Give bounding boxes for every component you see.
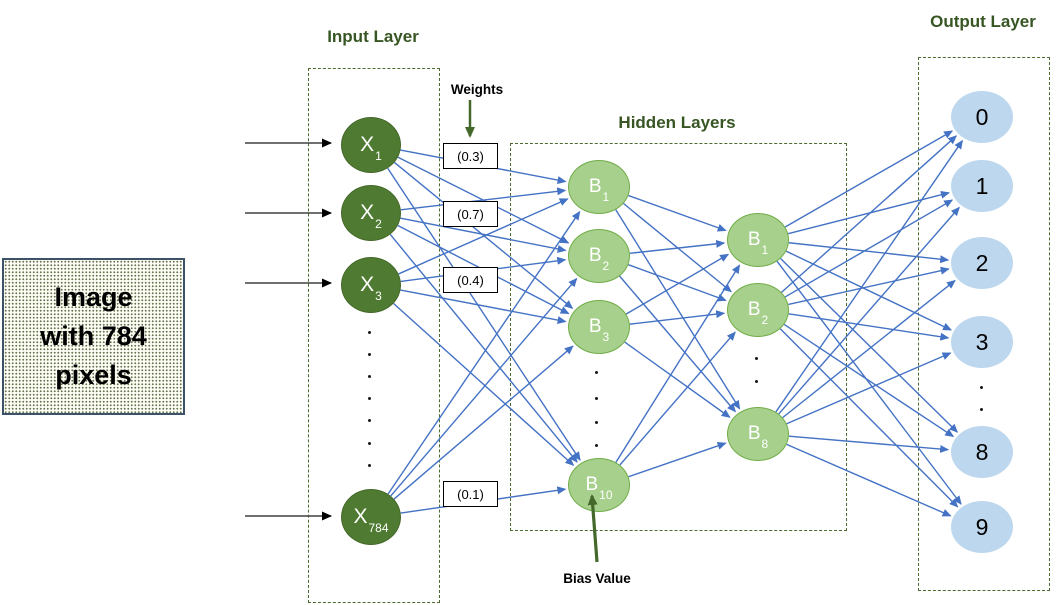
image-box-line: with 784 <box>40 321 147 351</box>
input-ellipsis-dot <box>367 396 371 400</box>
node-subscript: 8 <box>761 437 769 451</box>
input-ellipsis-dot <box>367 418 371 422</box>
output-node-3: 3 <box>951 316 1013 368</box>
node-label: 1 <box>975 172 989 199</box>
node-label: X <box>353 505 368 528</box>
hidden1-ellipsis-dot <box>594 396 598 400</box>
node-subscript: 1 <box>761 243 769 257</box>
node-label: B <box>585 474 599 495</box>
output-node-0: 0 <box>951 91 1013 143</box>
output-node-9: 9 <box>951 501 1013 553</box>
node-label: B <box>747 423 761 444</box>
hidden-layers-title: Hidden Layers <box>618 113 736 132</box>
node-label: 0 <box>975 103 989 130</box>
input-ellipsis-dot <box>367 352 371 356</box>
input-ellipsis-dot <box>367 330 371 334</box>
hidden2-ellipsis-dot <box>754 356 758 360</box>
node-label: X <box>360 133 375 156</box>
node-subscript: 3 <box>602 330 610 344</box>
node-label: X <box>360 273 375 296</box>
node-label: 8 <box>975 438 989 465</box>
node-label: B <box>588 176 602 197</box>
node-label: B <box>588 316 602 337</box>
input-ellipsis-dot <box>367 374 371 378</box>
hidden-layers-box <box>510 143 847 531</box>
output-ellipsis-dot <box>979 407 983 411</box>
node-label: 3 <box>975 328 989 355</box>
weight-box: (0.3) <box>443 143 498 169</box>
output-ellipsis-dot <box>979 385 983 389</box>
hidden1-ellipsis-dot <box>594 420 598 424</box>
weights-label: Weights <box>450 82 504 97</box>
node-label: B <box>747 229 761 250</box>
node-label: 9 <box>975 513 989 540</box>
bias-value-label: Bias Value <box>563 571 631 586</box>
node-subscript: 3 <box>375 289 382 303</box>
node-subscript: 2 <box>375 217 382 231</box>
weight-box: (0.4) <box>443 267 498 293</box>
node-subscript: 2 <box>602 259 610 273</box>
node-label: 2 <box>975 249 989 276</box>
node-label: B <box>747 299 761 320</box>
node-label: B <box>588 245 602 266</box>
node-subscript: 1 <box>375 149 382 163</box>
hidden2-ellipsis-dot <box>754 379 758 383</box>
output-node-1: 1 <box>951 160 1013 212</box>
weight-box: (0.1) <box>443 481 498 507</box>
node-label: X <box>360 201 375 224</box>
input-ellipsis-dot <box>367 441 371 445</box>
node-subscript: 10 <box>599 488 613 502</box>
output-node-2: 2 <box>951 237 1013 289</box>
image-source-box: Image with 784 pixels <box>2 258 185 415</box>
hidden1-ellipsis-dot <box>594 443 598 447</box>
output-node-8: 8 <box>951 426 1013 478</box>
image-box-line: pixels <box>55 360 132 390</box>
image-box-line: Image <box>54 282 133 312</box>
input-layer-title: Input Layer <box>327 27 419 46</box>
node-subscript: 1 <box>602 190 610 204</box>
input-ellipsis-dot <box>367 463 371 467</box>
output-layer-title: Output Layer <box>930 12 1036 31</box>
hidden1-ellipsis-dot <box>594 370 598 374</box>
weight-box: (0.7) <box>443 201 498 227</box>
node-subscript: 2 <box>761 313 769 327</box>
node-subscript: 784 <box>368 521 389 535</box>
